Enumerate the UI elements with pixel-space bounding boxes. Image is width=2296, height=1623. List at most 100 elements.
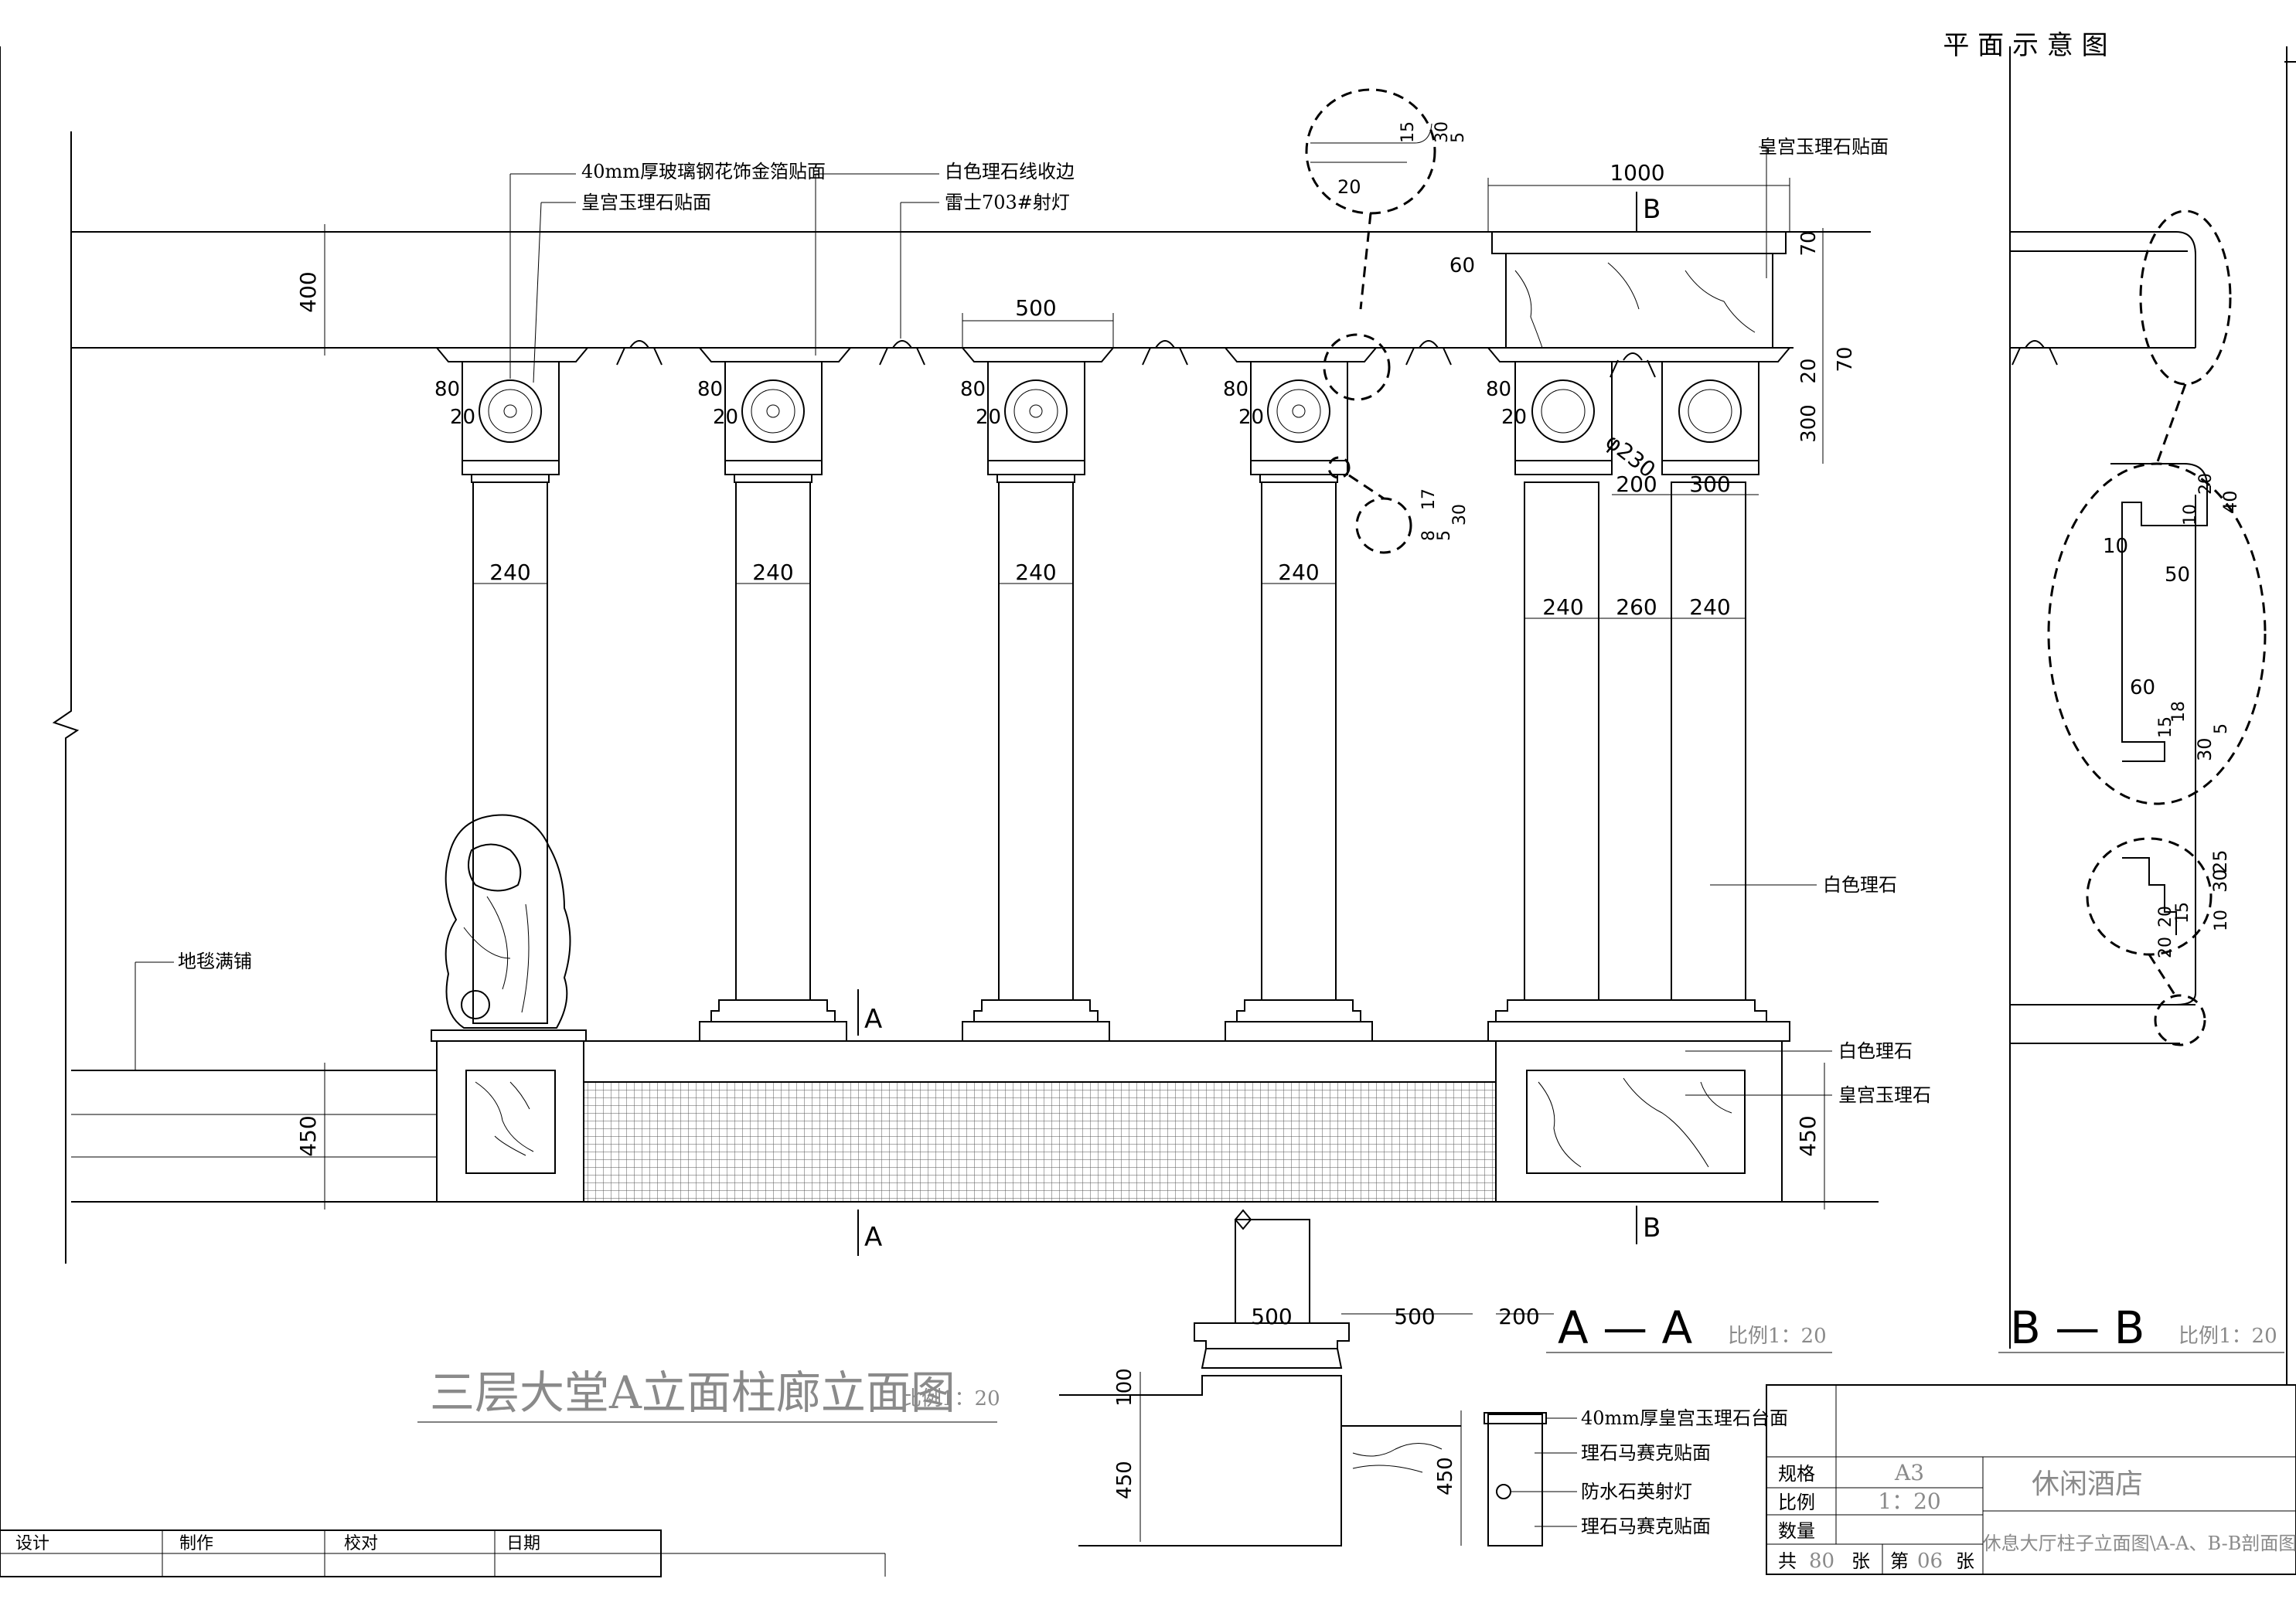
label-white-marble-2: 白色理石 xyxy=(1838,1040,1913,1062)
detail-dim-20: 20 xyxy=(1337,176,1361,198)
dim-cap-offset-20-2: 20 xyxy=(713,406,738,429)
bb-dim-5: 5 xyxy=(2212,723,2231,734)
section-mark-a-top: A xyxy=(864,1004,882,1035)
sign-check: 校对 xyxy=(344,1534,378,1553)
dim-top-height: 400 xyxy=(295,271,321,312)
tb-sheet-value: 06 xyxy=(1917,1550,1943,1573)
dim-cap-offset-20-3: 20 xyxy=(976,406,1001,429)
detail-dim-30: 30 xyxy=(1432,121,1452,143)
right-jade-panel xyxy=(1526,1070,1746,1174)
wall-break-line xyxy=(52,131,80,1264)
bb-dim-20c: 20 xyxy=(2156,906,2175,927)
main-elevation-title: 三层大堂A立面柱廊立面图 xyxy=(430,1366,956,1419)
mosaic-band xyxy=(583,1081,1497,1203)
dim-shaft-2: 240 xyxy=(752,560,793,585)
tb-scale-label: 比例 xyxy=(1778,1492,1815,1513)
dim-cap-offset-80-2: 80 xyxy=(697,378,723,401)
tb-sheet-prefix: 第 xyxy=(1890,1550,1909,1572)
aa-dim-w2: 500 xyxy=(1394,1304,1435,1329)
tb-spec-value: A3 xyxy=(1894,1460,1924,1485)
bb-dim-60: 60 xyxy=(2130,676,2155,699)
aa-title: A — A xyxy=(1558,1301,1693,1354)
main-elevation-scale: 比例1：20 xyxy=(901,1387,1000,1410)
detail-dim-5: 5 xyxy=(1449,132,1468,143)
dim-shaft-3: 240 xyxy=(1015,560,1056,585)
tb-total-value: 80 xyxy=(1809,1550,1834,1573)
tb-total-unit: 张 xyxy=(1851,1550,1870,1572)
label-white-trim: 白色理石线收边 xyxy=(945,161,1075,182)
tb-project: 休闲酒店 xyxy=(2032,1468,2143,1500)
column-1 xyxy=(434,347,590,1024)
label-jade-top: 皇宫玉理石贴面 xyxy=(1759,136,1889,158)
bb-dim-15b: 15 xyxy=(2173,902,2192,924)
dim-twin-gap: 260 xyxy=(1616,594,1657,620)
tb-qty-label: 数量 xyxy=(1778,1520,1815,1542)
aa-label-counter: 40mm厚皇宫玉理石台面 xyxy=(1581,1407,1788,1429)
spotlights xyxy=(616,340,1656,378)
sign-date: 日期 xyxy=(506,1534,540,1553)
dim-col-spacing: 500 xyxy=(1015,295,1056,321)
section-mark-b-bottom: B xyxy=(1643,1213,1661,1244)
aa-dim-w3: 200 xyxy=(1498,1304,1539,1329)
aa-label-lamp: 防水石英射灯 xyxy=(1581,1481,1692,1502)
dim-base-height: 450 xyxy=(295,1115,321,1156)
dim-cap-top: 70 xyxy=(1834,346,1857,372)
bb-dim-50: 50 xyxy=(2165,563,2190,587)
sign-row: 设计 制作 校对 日期 xyxy=(0,1529,886,1577)
sign-design: 设计 xyxy=(15,1534,49,1553)
dim-cap-offset-80-4: 80 xyxy=(1223,378,1248,401)
dim-cap-h: 300 xyxy=(1797,404,1821,443)
dim-cap-offset-20-4: 20 xyxy=(1238,406,1264,429)
detail-dim-5b: 5 xyxy=(1435,530,1454,541)
right-pedestal xyxy=(1495,1040,1783,1203)
column-4 xyxy=(1223,347,1378,1042)
dim-shaft-5: 240 xyxy=(1542,594,1583,620)
bb-dim-25: 25 xyxy=(2209,849,2231,873)
label-glass-rosette: 40mm厚玻璃钢花饰金箔贴面 xyxy=(581,161,826,182)
dim-cap-gap: 20 xyxy=(1797,358,1821,383)
dim-shaft-4: 240 xyxy=(1278,560,1319,585)
aa-dim-w1: 500 xyxy=(1251,1304,1292,1329)
bb-title: B — B xyxy=(2010,1301,2144,1354)
aa-dim-h3: 450 xyxy=(1434,1457,1457,1495)
detail-dim-17: 17 xyxy=(1419,488,1439,510)
tb-scale-value: 1：20 xyxy=(1878,1489,1940,1514)
detail-dim-30b: 30 xyxy=(1450,504,1470,526)
dim-cap-offset-80-5: 80 xyxy=(1486,378,1511,401)
dim-twin-w2: 300 xyxy=(1689,471,1730,497)
top-block xyxy=(1491,231,1787,349)
label-carpet: 地毯满铺 xyxy=(178,951,252,972)
detail-dim-8: 8 xyxy=(1419,530,1439,541)
label-spotlight: 雷士703#射灯 xyxy=(945,192,1070,213)
aa-label-mosaic-1: 理石马赛克贴面 xyxy=(1581,1442,1711,1464)
lion-sculpture xyxy=(445,814,571,1029)
bb-dim-15: 15 xyxy=(2156,716,2175,738)
main-elevation: 400 450 450 500 1000 70 20 300 70 60 80 … xyxy=(52,88,1931,1423)
dim-top-block-width: 1000 xyxy=(1610,160,1664,185)
dim-shaft-6: 240 xyxy=(1689,594,1730,620)
dim-twin-w1: 200 xyxy=(1616,471,1657,497)
bb-dim-18: 18 xyxy=(2169,701,2189,723)
bb-dim-20: 20 xyxy=(2196,473,2216,495)
title-block: 规格 A3 比例 1：20 数量 共 80 张 第 06 张 休闲酒店 休息大厅… xyxy=(1766,1384,2296,1575)
label-jade-marble: 皇宫玉理石贴面 xyxy=(581,192,711,213)
left-pedestal xyxy=(436,1040,584,1203)
bb-dim-40: 40 xyxy=(2219,490,2241,514)
section-bb: 10 20 40 50 10 60 15 18 30 5 20 15 30 25… xyxy=(1998,46,2284,1354)
aa-label-mosaic-2: 理石马赛克贴面 xyxy=(1581,1516,1711,1537)
tb-total-prefix: 共 xyxy=(1778,1550,1797,1572)
aa-scale: 比例1：20 xyxy=(1728,1325,1827,1348)
tb-drawing-name: 休息大厅柱子立面图\A-A、B-B剖面图 xyxy=(1983,1533,2296,1554)
tb-spec-label: 规格 xyxy=(1778,1463,1815,1485)
dim-right-base-height: 450 xyxy=(1795,1115,1821,1156)
bb-dim-10b: 10 xyxy=(2103,535,2128,558)
tb-sheet-unit: 张 xyxy=(1956,1550,1974,1572)
aa-dim-h2: 450 xyxy=(1113,1461,1136,1499)
sign-draft: 制作 xyxy=(179,1534,213,1553)
aa-dim-h1: 100 xyxy=(1113,1368,1136,1407)
bb-dim-10: 10 xyxy=(2181,504,2200,526)
bb-dim-20b: 20 xyxy=(2156,937,2175,958)
left-jade-panel xyxy=(465,1070,556,1174)
bb-scale: 比例1：20 xyxy=(2178,1325,2277,1348)
